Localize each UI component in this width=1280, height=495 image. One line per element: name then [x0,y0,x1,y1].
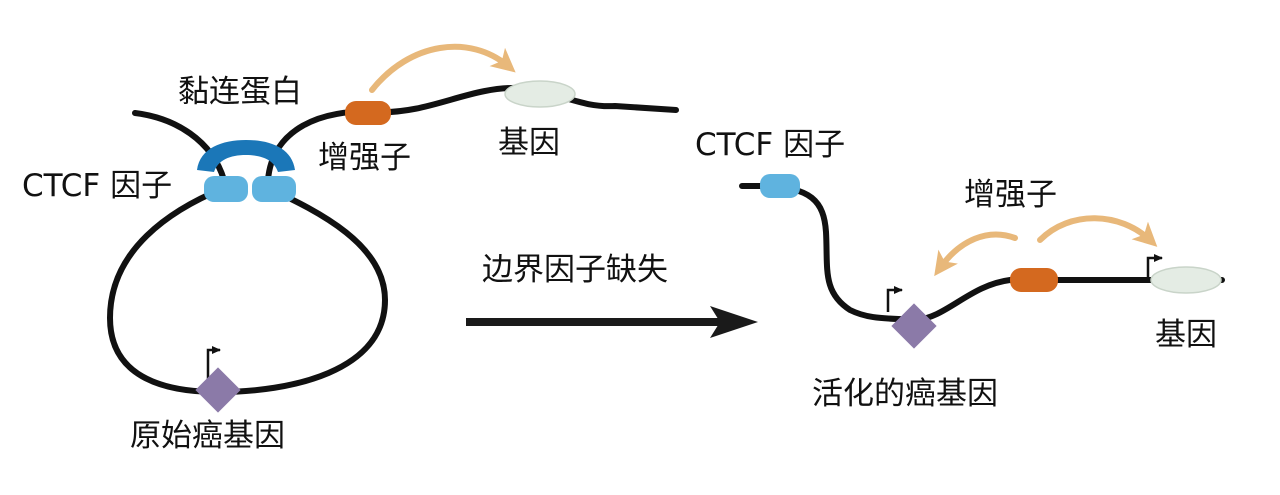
activated-oncogene-label: 活化的癌基因 [812,376,998,412]
right-dna-strand [739,183,1225,323]
right-gene-label: 基因 [1155,317,1217,353]
right-enhancer-label: 增强子 [964,177,1057,213]
right-enhancer-arrow-to-oncogene [934,231,1018,277]
ctcf-protein-right [252,176,296,202]
right-enhancer-arrow-to-gene [1037,215,1158,247]
left-ctcf-label: CTCF 因子 [22,168,172,204]
right-ctcf-label: CTCF 因子 [695,127,845,163]
right-tss-arrow [886,286,903,312]
transition: 边界因子缺失 [466,252,758,338]
ctcf-protein-left [204,176,248,202]
right-gene-tss-arrow [1146,254,1163,278]
cohesin-ring [197,140,295,172]
left-panel: 黏连蛋白 CTCF 因子 增强子 基因 原始癌基因 [22,43,679,454]
left-enhancer-label: 增强子 [318,140,411,176]
left-dna-loop [107,185,388,395]
right-enhancer [1010,268,1058,292]
left-gene [504,80,576,108]
right-panel: CTCF 因子 增强子 基因 活化的癌基因 [695,127,1225,412]
left-enhancer-arrow [369,43,516,93]
left-tss-arrow [206,346,221,380]
right-ctcf-protein [760,174,800,198]
left-gene-label: 基因 [498,125,560,161]
proto-oncogene [195,367,241,413]
activated-oncogene [891,303,937,349]
boundary-loss-label: 边界因子缺失 [482,252,668,288]
left-enhancer [345,101,391,125]
proto-oncogene-label: 原始癌基因 [130,418,285,454]
left-dna-upper-strand [132,110,227,183]
cohesin-label: 黏连蛋白 [178,74,302,110]
right-gene [1150,266,1222,294]
